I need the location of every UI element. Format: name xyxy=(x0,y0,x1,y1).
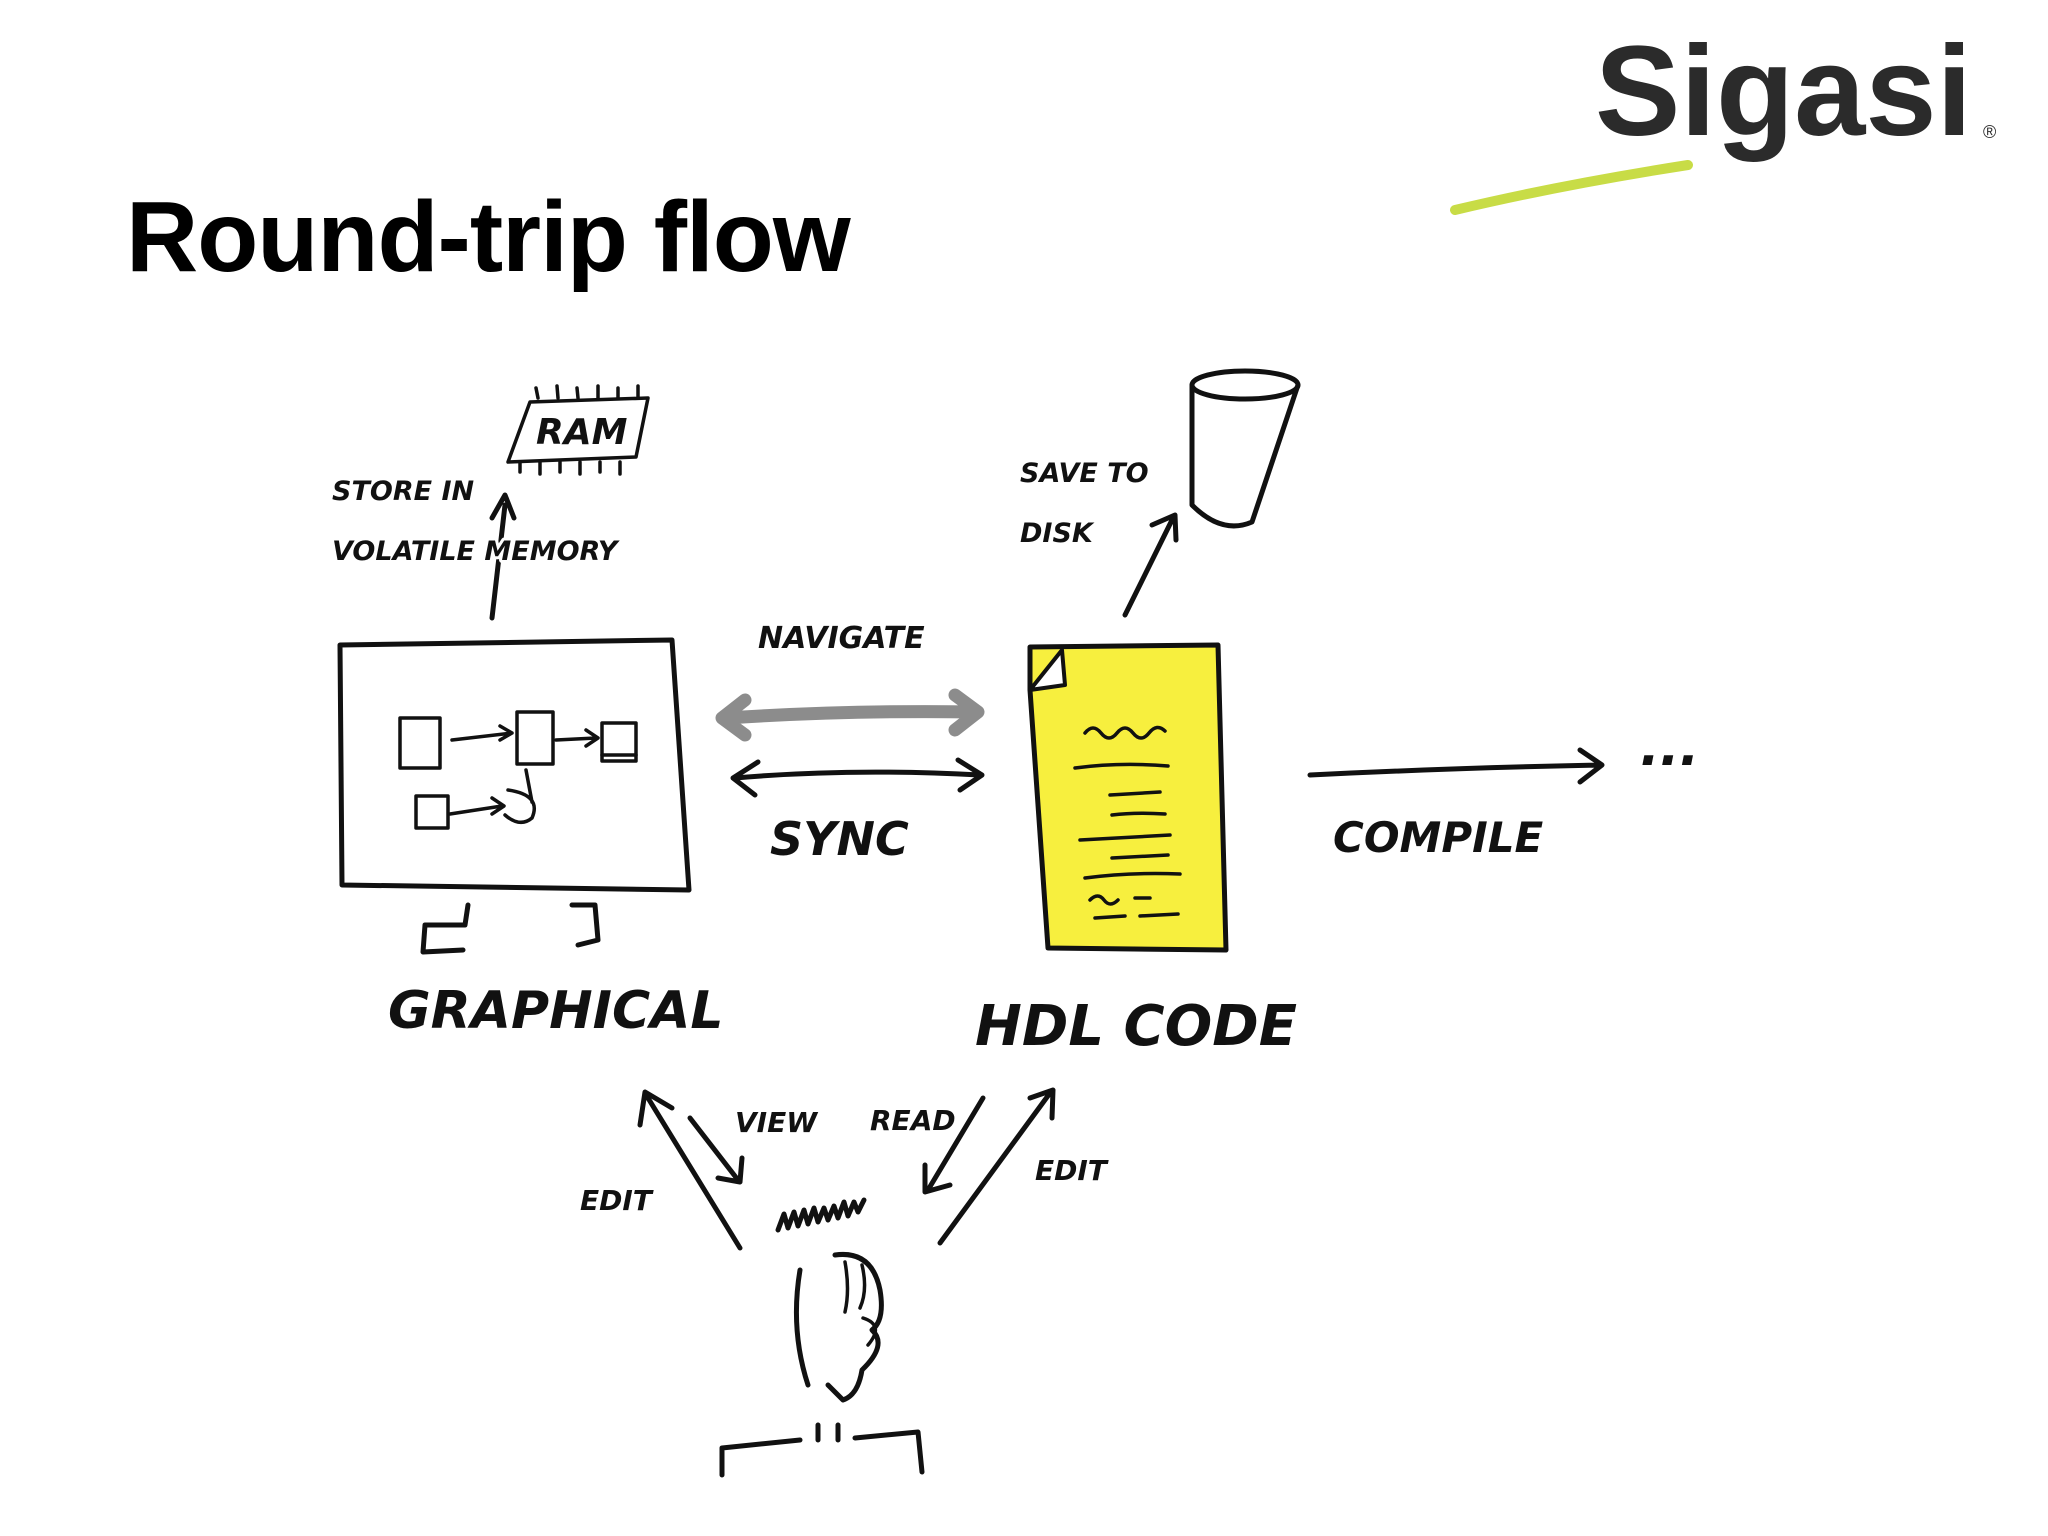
hdl-code-label: HDL CODE xyxy=(975,994,1297,1059)
sigasi-logo: Sigasi ® xyxy=(1450,20,1996,215)
navigate-label: NAVIGATE xyxy=(758,621,925,656)
compile-arrow xyxy=(1307,747,1605,785)
edit-hdl-arrow xyxy=(937,1087,1056,1246)
graphical-label: GRAPHICAL xyxy=(388,981,724,1041)
person-icon xyxy=(719,1197,925,1478)
logo-registered-mark: ® xyxy=(1983,122,1996,142)
sync-label: SYNC xyxy=(770,812,909,866)
slide-title: Round-trip flow xyxy=(126,181,851,293)
ram-chip-icon: RAM xyxy=(506,384,650,476)
logo-swoosh xyxy=(1450,160,1693,215)
read-arrow xyxy=(922,1095,986,1195)
save-arrow xyxy=(1122,512,1179,618)
view-label: VIEW xyxy=(735,1106,818,1139)
store-label-line1: STORE IN xyxy=(332,476,474,507)
graphical-monitor-icon xyxy=(337,637,692,955)
ram-label: RAM xyxy=(536,412,628,453)
ellipsis-label: ... xyxy=(1640,718,1699,778)
navigate-arrow xyxy=(715,688,985,742)
compile-label: COMPILE xyxy=(1333,813,1543,862)
edit-right-label: EDIT xyxy=(1035,1154,1109,1187)
store-arrow xyxy=(489,492,517,621)
save-label-line2: DISK xyxy=(1020,518,1095,549)
sync-arrow xyxy=(730,757,985,798)
disk-cylinder-icon xyxy=(1189,368,1301,529)
edit-graphical-arrow xyxy=(637,1089,743,1251)
read-label: READ xyxy=(870,1104,956,1137)
logo-text: Sigasi xyxy=(1595,20,1972,163)
store-label-line2: VOLATILE MEMORY xyxy=(332,536,620,567)
save-label-line1: SAVE TO xyxy=(1020,458,1149,489)
edit-left-label: EDIT xyxy=(580,1184,654,1217)
hdl-document-icon xyxy=(1027,642,1229,953)
view-arrow xyxy=(687,1115,745,1185)
